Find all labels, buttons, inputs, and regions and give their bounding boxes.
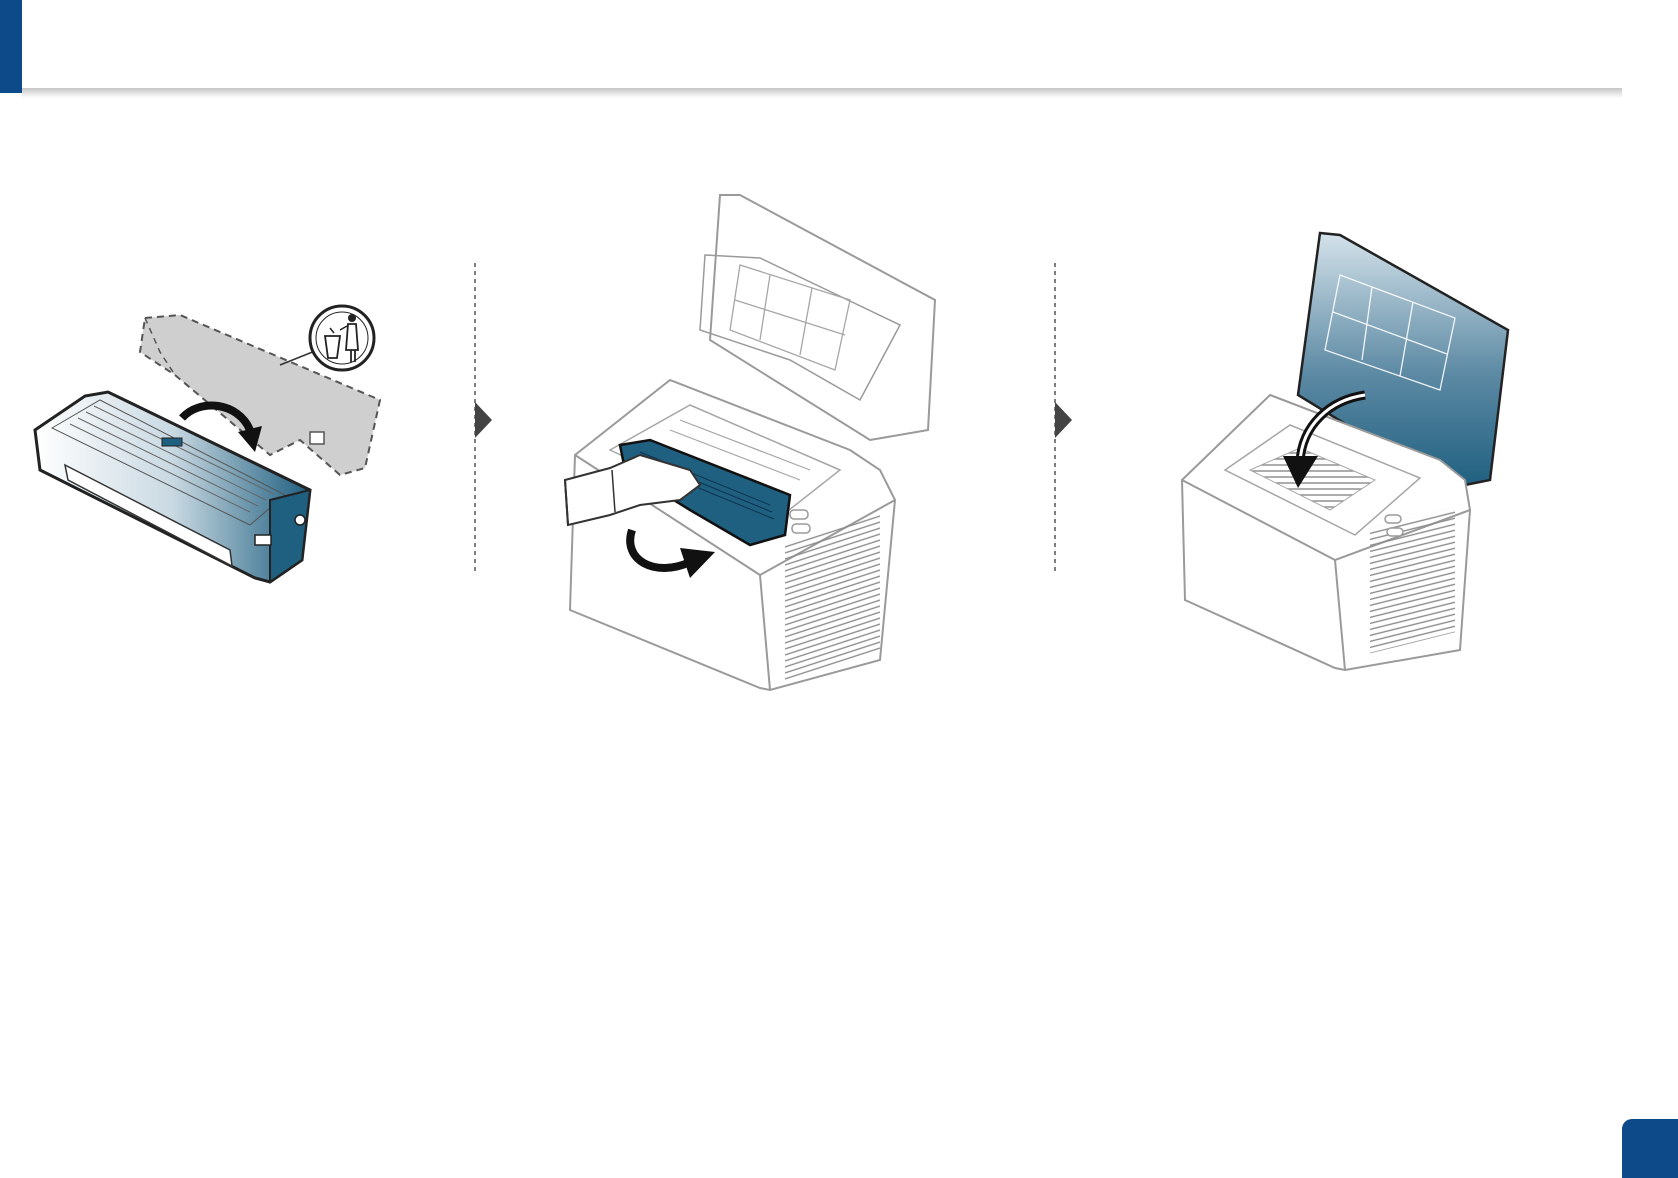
page-number-tab (1622, 1119, 1678, 1178)
triangle-right-icon (1055, 402, 1072, 438)
step-3-illustration (1182, 233, 1508, 670)
step-1-illustration (35, 306, 380, 582)
step-2-illustration (565, 195, 935, 690)
trash-disposal-icon (310, 306, 374, 370)
printer-cover-open (710, 195, 935, 440)
triangle-right-icon (475, 402, 492, 438)
